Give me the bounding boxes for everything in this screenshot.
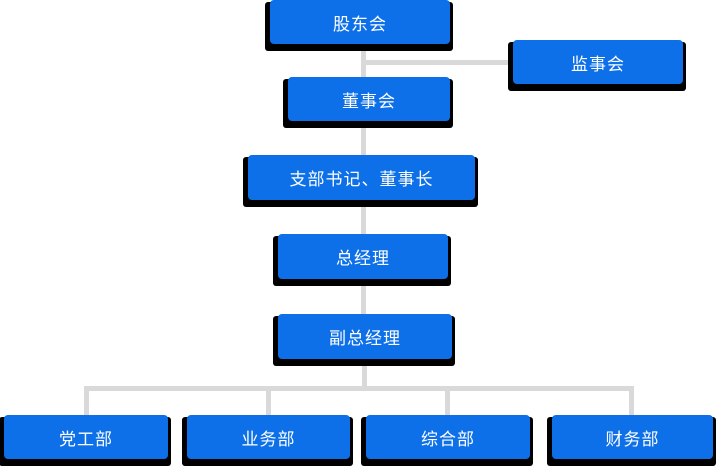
node-branch-secretary-chairman: 支部书记、董事长 xyxy=(243,155,478,207)
node-finance-dept: 财务部 xyxy=(547,415,716,466)
node-finance-dept-label: 财务部 xyxy=(605,429,660,450)
connector-departments-bar xyxy=(84,386,634,391)
connector-shareholders-supervisory xyxy=(361,60,513,65)
connector-secretary-general-manager xyxy=(361,200,366,234)
node-shareholders-meeting: 股东会 xyxy=(265,0,453,51)
node-board-of-directors: 董事会 xyxy=(283,77,453,128)
node-deputy-general-manager-label: 副总经理 xyxy=(329,329,401,349)
connector-drop-party-work-dept xyxy=(84,391,89,415)
node-business-dept-label: 业务部 xyxy=(241,429,296,450)
connector-deputy-manager-departments xyxy=(362,359,367,391)
node-party-work-dept-label: 党工部 xyxy=(59,429,113,450)
connector-general-deputy-manager xyxy=(361,279,366,314)
connector-drop-finance-dept xyxy=(629,391,634,415)
node-general-manager: 总经理 xyxy=(273,234,451,286)
node-board-of-directors-label: 董事会 xyxy=(342,91,396,112)
node-party-work-dept: 党工部 xyxy=(0,415,171,466)
node-branch-secretary-chairman-label: 支部书记、董事长 xyxy=(289,170,434,190)
connector-drop-general-affairs-dept xyxy=(445,391,450,415)
node-general-manager-label: 总经理 xyxy=(336,249,390,269)
node-business-dept: 业务部 xyxy=(182,415,353,466)
node-deputy-general-manager: 副总经理 xyxy=(273,314,455,366)
node-supervisory-board: 监事会 xyxy=(508,40,686,91)
node-shareholders-meeting-label: 股东会 xyxy=(333,14,387,35)
connector-drop-business-dept xyxy=(266,391,271,415)
connector-board-secretary xyxy=(361,121,366,155)
node-general-affairs-dept: 综合部 xyxy=(361,415,533,466)
node-general-affairs-dept-label: 综合部 xyxy=(421,429,475,450)
node-supervisory-board-label: 监事会 xyxy=(571,54,625,75)
